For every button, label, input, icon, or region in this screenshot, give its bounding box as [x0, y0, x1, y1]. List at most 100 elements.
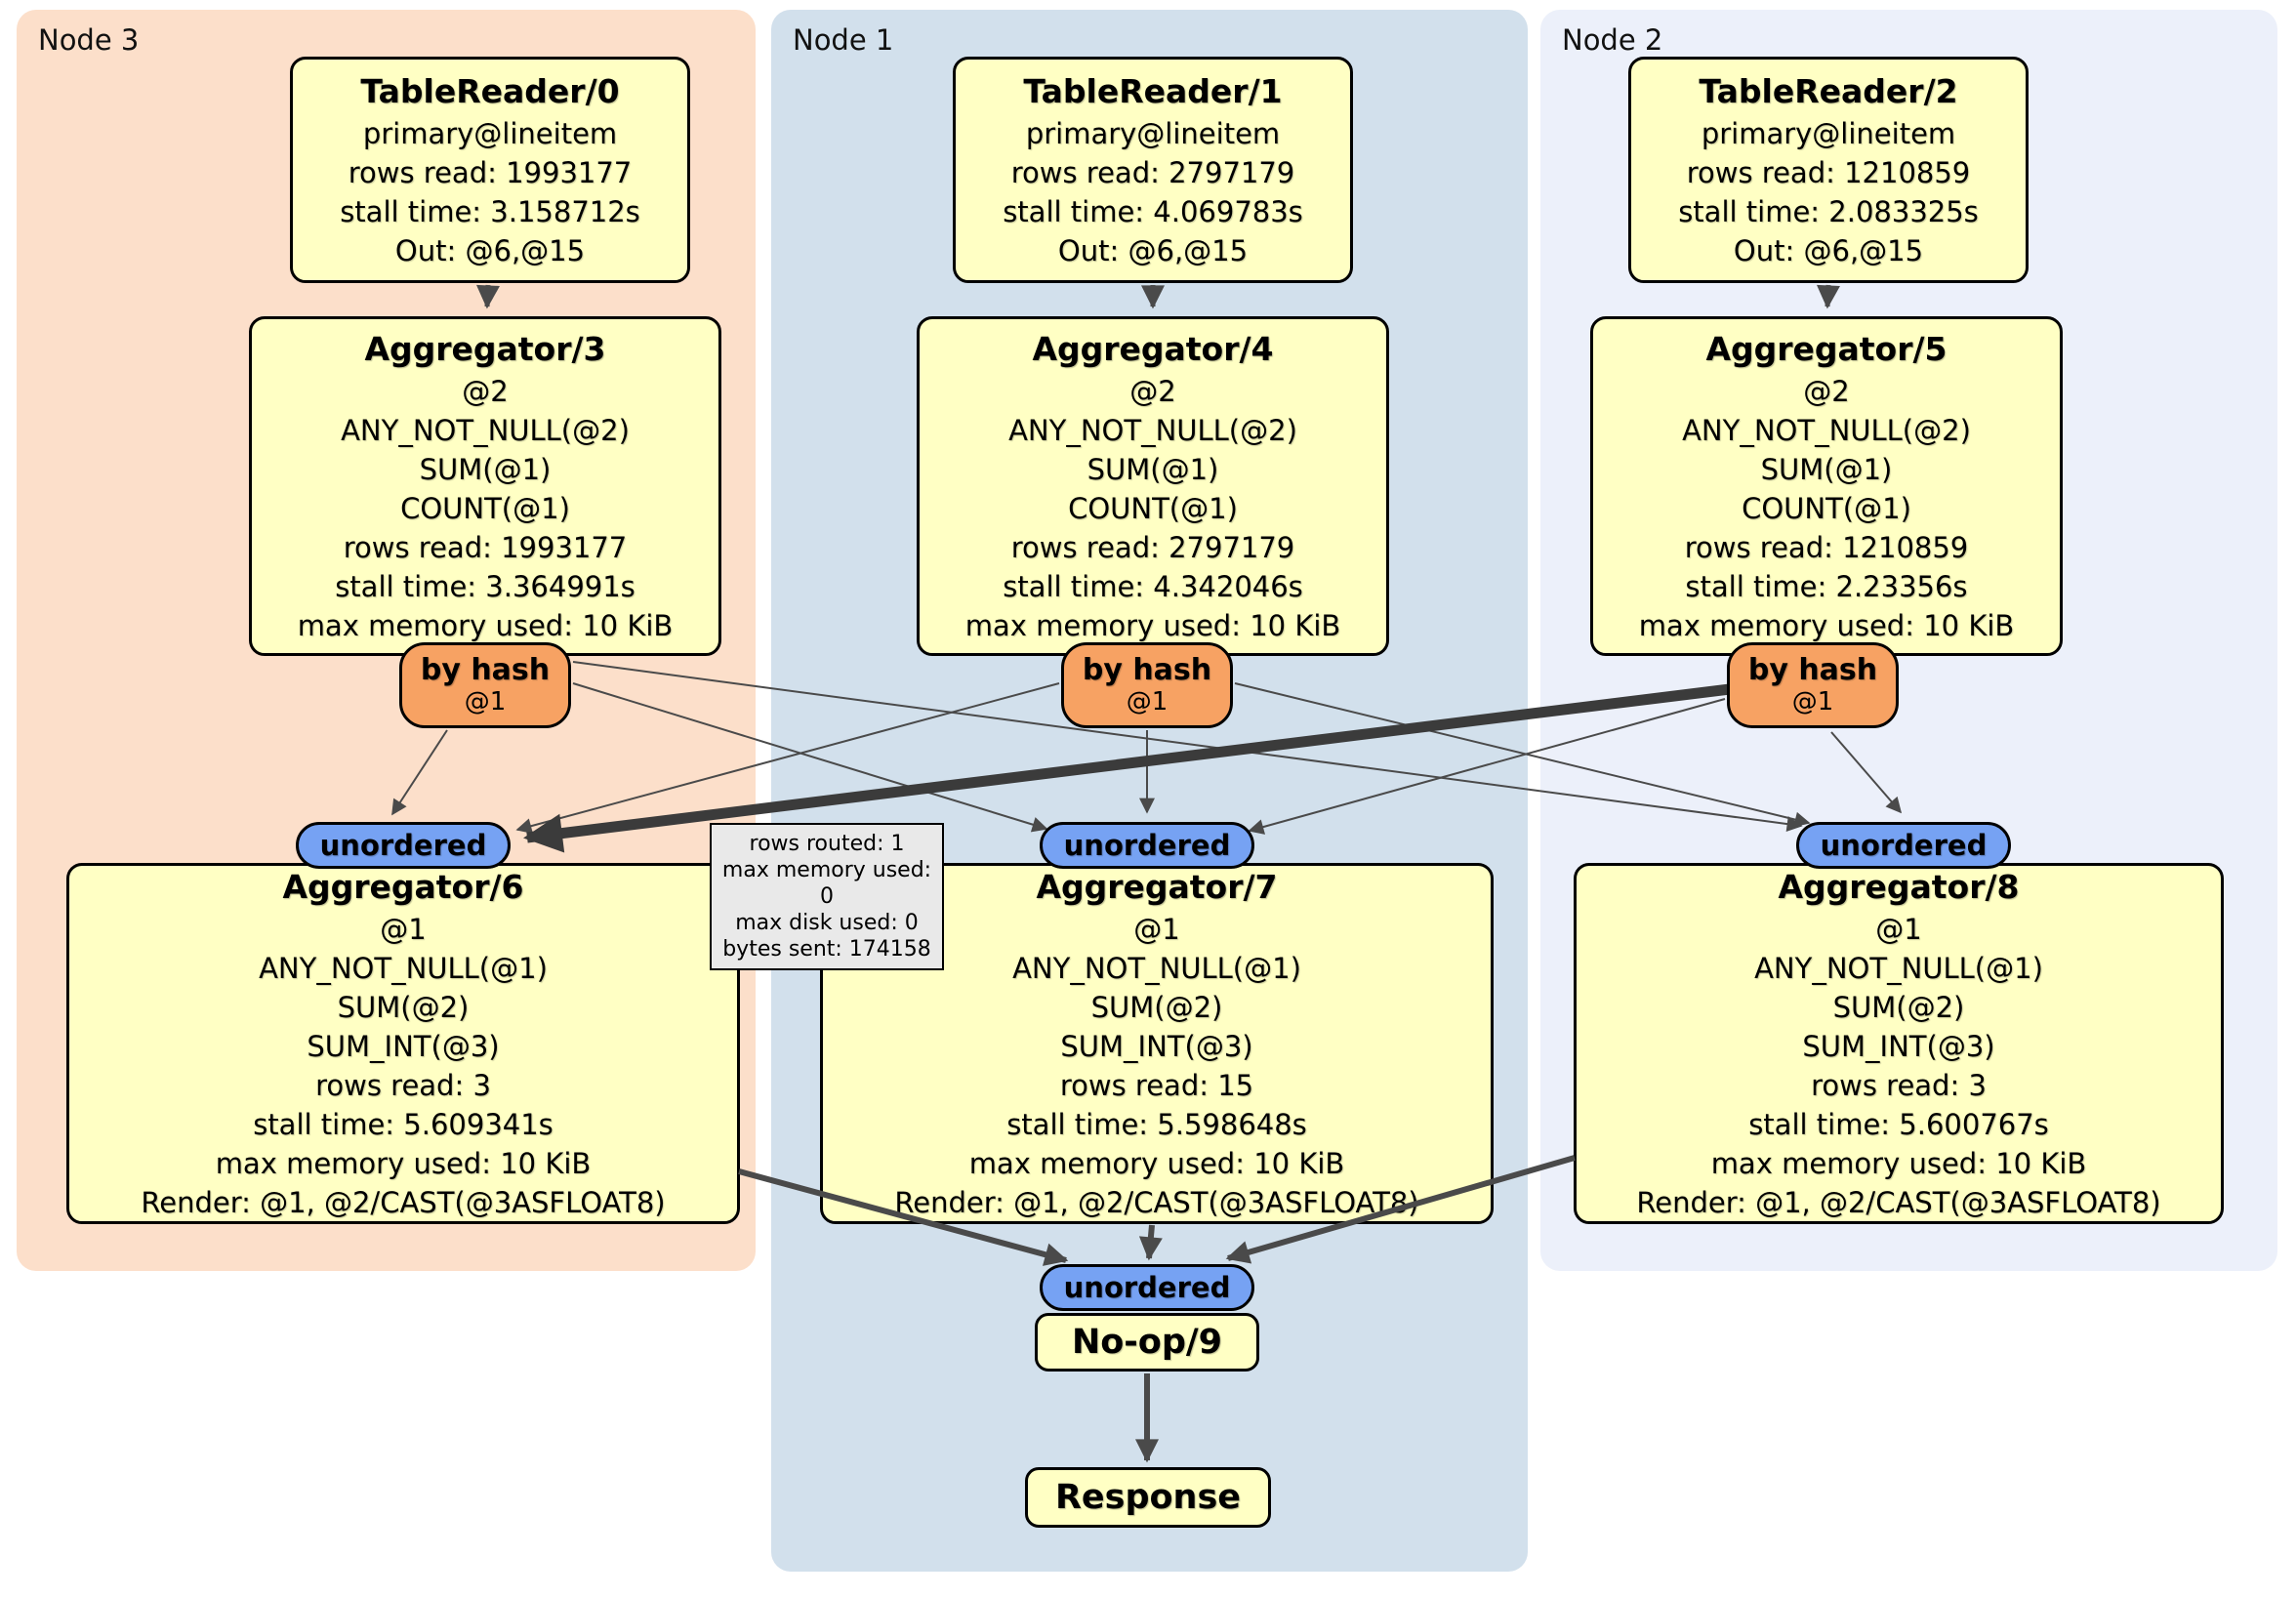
text-line: max memory used: 10 KiB: [964, 609, 1341, 642]
text-line: max memory used: 10 KiB: [1638, 609, 2015, 642]
text-line: SUM_INT(@3): [307, 1030, 500, 1063]
text-line: ANY_NOT_NULL(@1): [1012, 952, 1301, 985]
sync-label: unordered: [1063, 1271, 1231, 1304]
box-lines: primary@lineitem rows read: 2797179 stall …: [1003, 114, 1303, 270]
node-label: Node 2: [1562, 23, 1663, 57]
response[interactable]: Response: [1025, 1467, 1271, 1528]
box-lines: primary@lineitem rows read: 1993177 stall …: [340, 114, 640, 270]
text-line: stall time: 3.158712s: [340, 195, 640, 228]
text-line: SUM(@2): [1090, 991, 1223, 1024]
by-hash-router-3[interactable]: by hash @1: [399, 642, 571, 728]
text-line: primary@lineitem: [1701, 117, 1956, 150]
box-title: Aggregator/8: [1778, 868, 2020, 906]
text-line: rows read: 3: [315, 1069, 491, 1102]
box-title: No-op/9: [1071, 1323, 1223, 1362]
box-title: Aggregator/7: [1036, 868, 1278, 906]
tablereader-0[interactable]: TableReader/0 primary@lineitem rows read:…: [290, 57, 690, 283]
box-title: Aggregator/4: [1032, 330, 1274, 368]
text-line: SUM(@1): [419, 453, 552, 486]
text-line: @2: [1803, 375, 1850, 408]
text-line: max memory used: 10 KiB: [297, 609, 674, 642]
noop-9[interactable]: No-op/9: [1035, 1313, 1259, 1372]
text-line: SUM(@2): [1832, 991, 1965, 1024]
text-line: SUM(@1): [1086, 453, 1219, 486]
router-label: by hash: [1082, 653, 1212, 687]
text-line: SUM_INT(@3): [1060, 1030, 1253, 1063]
text-line: stall time: 5.600767s: [1748, 1108, 2049, 1141]
unordered-sync-8[interactable]: unordered: [1796, 822, 2011, 869]
text-line: SUM_INT(@3): [1802, 1030, 1995, 1063]
tablereader-1[interactable]: TableReader/1 primary@lineitem rows read:…: [953, 57, 1353, 283]
box-title: TableReader/1: [1023, 72, 1283, 110]
box-title: Aggregator/6: [282, 868, 524, 906]
router-label: by hash: [1747, 653, 1878, 687]
unordered-sync-7[interactable]: unordered: [1040, 822, 1254, 869]
text-line: ANY_NOT_NULL(@1): [259, 952, 548, 985]
node-label: Node 3: [38, 23, 140, 57]
text-line: Out: @6,@15: [1057, 234, 1249, 267]
text-line: ANY_NOT_NULL(@1): [1754, 952, 2043, 985]
box-title: Aggregator/5: [1705, 330, 1948, 368]
text-line: @1: [1133, 913, 1180, 946]
text-line: stall time: 2.23356s: [1685, 570, 1968, 603]
text-line: max memory used: 10 KiB: [1710, 1147, 2087, 1180]
text-line: Render: @1, @2/CAST(@3ASFLOAT8): [894, 1186, 1419, 1219]
text-line: Render: @1, @2/CAST(@3ASFLOAT8): [1636, 1186, 2161, 1219]
text-line: SUM(@1): [1760, 453, 1893, 486]
text-line: max disk used: 0: [735, 911, 919, 935]
text-line: rows read: 2797179: [1010, 156, 1295, 189]
text-line: SUM(@2): [337, 991, 470, 1024]
text-line: bytes sent: 174158: [722, 937, 931, 962]
router-detail: @1: [1791, 687, 1834, 717]
text-line: stall time: 4.342046s: [1003, 570, 1303, 603]
text-line: max memory used: 10 KiB: [968, 1147, 1345, 1180]
router-detail: @1: [464, 687, 507, 717]
by-hash-router-5[interactable]: by hash @1: [1727, 642, 1899, 728]
text-line: ANY_NOT_NULL(@2): [1008, 414, 1297, 447]
text-line: @1: [1875, 913, 1922, 946]
text-line: rows read: 1210859: [1684, 531, 1969, 564]
text-line: stall time: 4.069783s: [1003, 195, 1303, 228]
text-line: primary@lineitem: [362, 117, 618, 150]
unordered-sync-final[interactable]: unordered: [1040, 1264, 1254, 1311]
box-title: Response: [1054, 1478, 1242, 1517]
text-line: rows read: 3: [1811, 1069, 1987, 1102]
sync-label: unordered: [1820, 829, 1988, 862]
unordered-sync-6[interactable]: unordered: [296, 822, 511, 869]
box-title: TableReader/0: [360, 72, 620, 110]
text-line: COUNT(@1): [1742, 492, 1911, 525]
text-line: @1: [380, 913, 427, 946]
by-hash-router-4[interactable]: by hash @1: [1061, 642, 1233, 728]
text-line: primary@lineitem: [1025, 117, 1281, 150]
text-line: ANY_NOT_NULL(@2): [341, 414, 630, 447]
box-title: TableReader/2: [1699, 72, 1958, 110]
text-line: stall time: 3.364991s: [335, 570, 636, 603]
sync-label: unordered: [1063, 829, 1231, 862]
text-line: COUNT(@1): [400, 492, 570, 525]
text-line: max memory used: 10 KiB: [215, 1147, 592, 1180]
text-line: rows routed: 1: [749, 832, 905, 856]
text-line: @2: [462, 375, 509, 408]
text-line: rows read: 1993177: [348, 156, 633, 189]
router-label: by hash: [420, 653, 551, 687]
text-line: stall time: 5.609341s: [253, 1108, 554, 1141]
sync-label: unordered: [319, 829, 487, 862]
text-line: Out: @6,@15: [1733, 234, 1924, 267]
text-line: Out: @6,@15: [394, 234, 586, 267]
text-line: Render: @1, @2/CAST(@3ASFLOAT8): [141, 1186, 666, 1219]
